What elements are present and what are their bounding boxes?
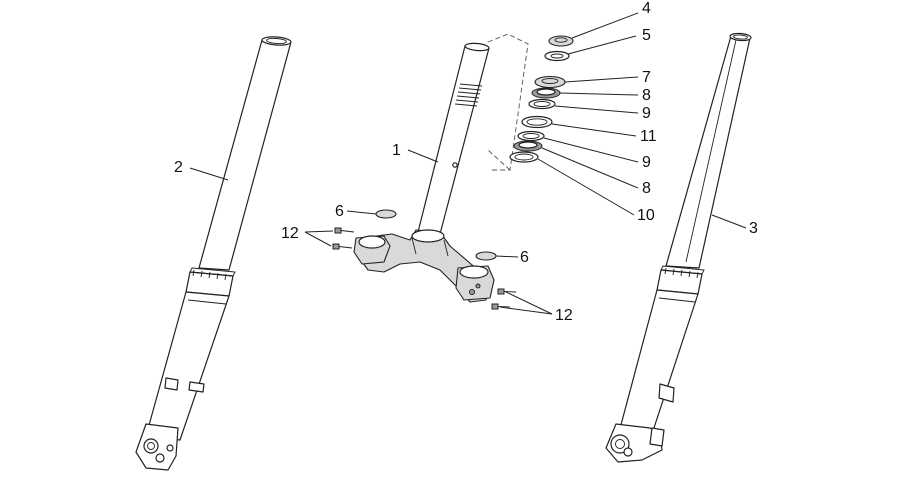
callout-9-upper: 9 — [642, 105, 651, 122]
callout-3: 3 — [749, 220, 758, 237]
plug-6-lower — [475, 251, 497, 261]
callout-6-lower: 6 — [520, 249, 529, 266]
steering-stem — [353, 42, 495, 303]
callout-1: 1 — [392, 142, 401, 159]
bearing-stack — [509, 35, 574, 163]
callout-7: 7 — [642, 69, 651, 86]
callout-4: 4 — [642, 0, 651, 17]
callout-8-lower: 8 — [642, 180, 651, 197]
right-fork-leg — [605, 32, 752, 463]
callout-labels: 1 2 3 4 5 7 8 9 11 9 8 10 6 6 12 12 — [174, 0, 758, 324]
callout-12-left: 12 — [281, 225, 299, 242]
leader-lines — [189, 12, 747, 315]
callout-10: 10 — [637, 207, 655, 224]
callout-11: 11 — [640, 128, 657, 145]
assembly-bracket — [487, 33, 529, 171]
screws-right — [491, 288, 517, 310]
callout-8-upper: 8 — [642, 87, 651, 104]
plug-6-upper — [375, 209, 397, 219]
callout-12-right: 12 — [555, 307, 573, 324]
callout-2: 2 — [174, 159, 183, 176]
left-fork-leg — [135, 36, 292, 471]
callout-9-lower: 9 — [642, 154, 651, 171]
callout-5: 5 — [642, 27, 651, 44]
screws-left — [332, 227, 355, 250]
callout-6-upper: 6 — [335, 203, 344, 220]
